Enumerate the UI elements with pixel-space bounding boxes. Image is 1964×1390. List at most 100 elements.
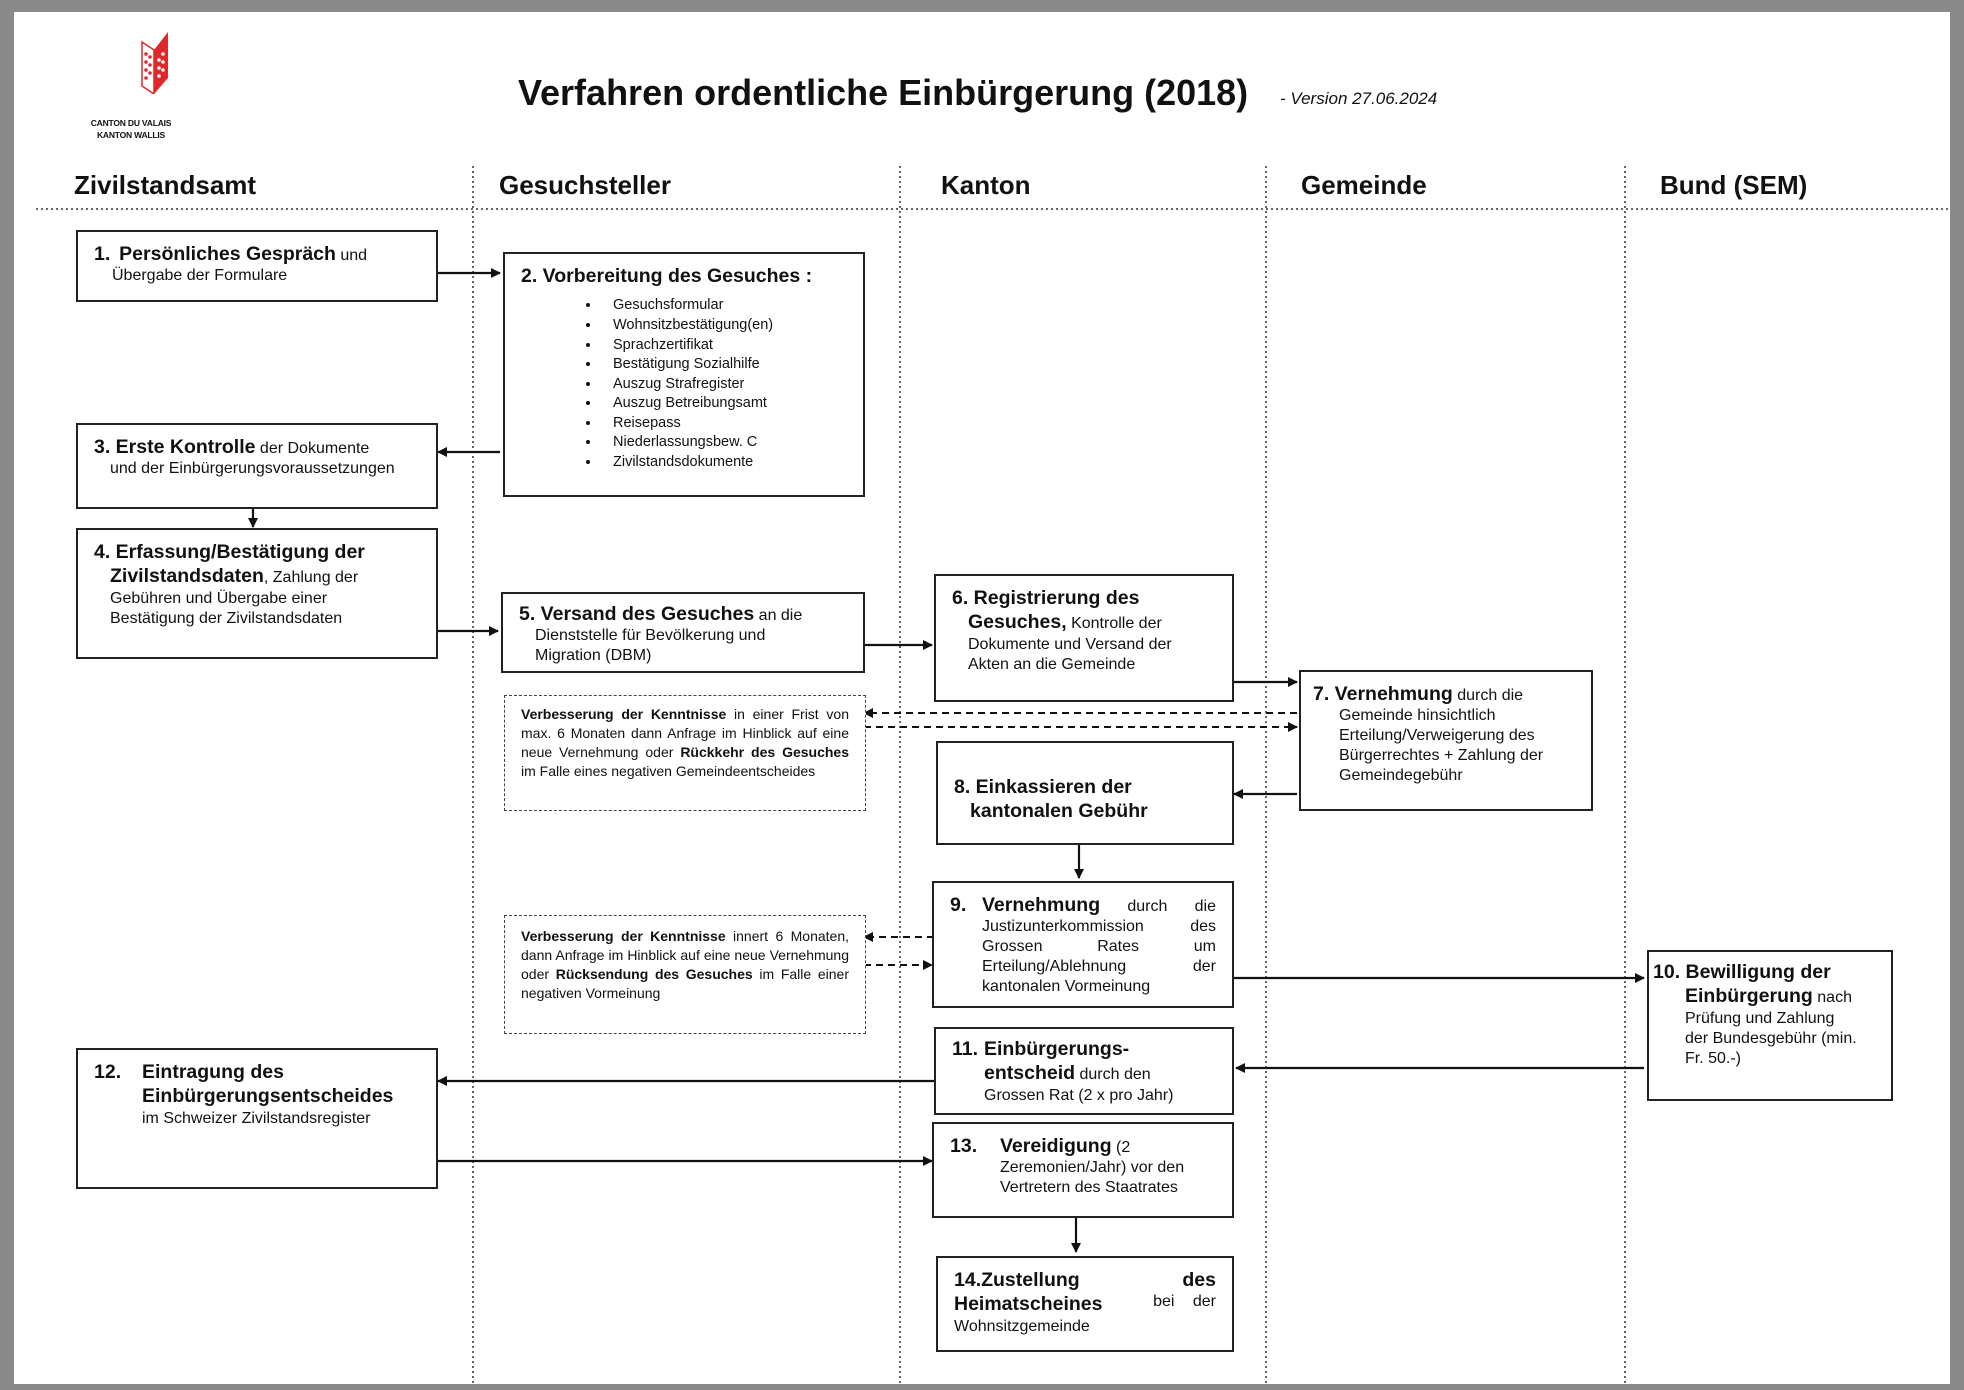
step-7-text-2: Gemeinde hinsichtlich bbox=[1339, 707, 1496, 725]
step-9-title: Vernehmung bbox=[982, 894, 1101, 916]
step-13-box: 13. Vereidigung (2 Zeremonien/Jahr) vor d… bbox=[932, 1122, 1234, 1218]
step-13-title: Vereidigung bbox=[1000, 1135, 1112, 1157]
step-10-text-5: Fr. 50.-) bbox=[1685, 1049, 1742, 1067]
step-12-number: 12. bbox=[94, 1061, 122, 1083]
document-page: CANTON DU VALAIS KANTON WALLIS Verfahren… bbox=[14, 12, 1950, 1384]
note-2-bold-1: Verbesserung der Kenntnisse bbox=[521, 928, 726, 944]
step-1-title: Persönliches Gespräch bbox=[119, 243, 336, 265]
step-3-box: 3. Erste Kontrolle der Dokumente und der… bbox=[76, 423, 438, 509]
step-10-text-4: der Bundesgebühr (min. bbox=[1685, 1029, 1857, 1047]
step-8-box: 8. Einkassieren der kantonalen Gebühr bbox=[936, 741, 1234, 845]
list-item: Sprachzertifikat bbox=[601, 336, 847, 356]
step-7-text: durch die bbox=[1452, 687, 1524, 704]
step-12-text-3: im Schweizer Zivilstandsregister bbox=[142, 1109, 371, 1127]
lane-gesuchsteller: Gesuchsteller bbox=[499, 170, 671, 200]
step-5-text-2: Dienststelle für Bevölkerung und bbox=[535, 627, 766, 645]
step-5-text-3: Migration (DBM) bbox=[535, 647, 652, 665]
valais-shield-icon bbox=[141, 32, 168, 94]
step-6-text-3: Dokumente und Versand der bbox=[968, 635, 1172, 653]
step-1-box: 1. Persönliches Gespräch und Übergabe de… bbox=[76, 230, 438, 302]
step-5-text: an die bbox=[754, 607, 803, 624]
step-7-text-4: Bürgerrechtes + Zahlung der bbox=[1339, 747, 1544, 765]
step-3-text-2: und der Einbürgerungsvoraussetzungen bbox=[110, 460, 395, 478]
list-item: Auszug Strafregister bbox=[601, 375, 847, 395]
step-11-text: durch den bbox=[1075, 1066, 1151, 1084]
step-10-box: 10. Bewilligung der Einbürgerung nach Pr… bbox=[1647, 950, 1893, 1101]
note-improve-knowledge-2: Verbesserung der Kenntnisse innert 6 Mon… bbox=[504, 915, 866, 1034]
step-6-title: 6. Registrierung des bbox=[952, 587, 1140, 609]
list-item: Wohnsitzbestätigung(en) bbox=[601, 316, 847, 336]
step-11-number: 11. bbox=[952, 1038, 979, 1060]
lane-separators bbox=[36, 166, 1950, 1384]
list-item: Niederlassungsbew. C bbox=[601, 433, 847, 453]
step-11-text-3: Grossen Rat (2 x pro Jahr) bbox=[984, 1086, 1174, 1104]
list-item: Zivilstandsdokumente bbox=[601, 453, 847, 473]
note-2-bold-2: Rücksendung des Gesuches bbox=[555, 965, 753, 982]
step-6-title-2: Gesuches, bbox=[968, 611, 1067, 634]
note-1-bold-2: Rückkehr des Gesuches bbox=[680, 743, 849, 760]
step-14-box: 14.Zustellung des Heimatscheines bei der… bbox=[936, 1256, 1234, 1352]
step-11-box: 11.Einbürgerungs- entscheid durch den Gr… bbox=[934, 1027, 1234, 1115]
page-title: Verfahren ordentliche Einbürgerung (2018… bbox=[518, 72, 1249, 113]
logo-text-de: KANTON WALLIS bbox=[96, 130, 166, 140]
step-12-box: 12.Eintragung des Einbürgerungsentscheid… bbox=[76, 1048, 438, 1189]
step-13-number: 13. bbox=[950, 1135, 978, 1157]
step-2-box: 2. Vorbereitung des Gesuches : Gesuchsfo… bbox=[503, 252, 865, 497]
step-6-box: 6. Registrierung des Gesuches, Kontrolle… bbox=[934, 574, 1234, 702]
step-7-text-3: Erteilung/Verweigerung des bbox=[1339, 727, 1535, 745]
step-13-text-2: Zeremonien/Jahr) vor den bbox=[1000, 1159, 1185, 1177]
step-1-text: und bbox=[335, 247, 368, 264]
step-4-text-3: Gebühren und Übergabe einer bbox=[110, 589, 328, 607]
step-8-title: 8. Einkassieren der bbox=[954, 776, 1132, 798]
step-9-box: 9.Vernehmung durch die Justizunterkommis… bbox=[932, 881, 1234, 1008]
step-7-title: 7. Vernehmung bbox=[1313, 683, 1453, 705]
step-11-title-2: entscheid bbox=[984, 1062, 1076, 1085]
step-4-title: 4. Erfassung/Bestätigung der bbox=[94, 541, 365, 563]
step-4-title-2: Zivilstandsdaten bbox=[110, 565, 264, 588]
step-12-title-2: Einbürgerungsentscheides bbox=[142, 1085, 394, 1108]
step-14-text-3: Wohnsitzgemeinde bbox=[954, 1317, 1090, 1335]
step-6-text-4: Akten an die Gemeinde bbox=[968, 655, 1136, 673]
lane-kanton: Kanton bbox=[941, 170, 1031, 200]
note-1-text-1: in einer Frist von max. 6 Monaten dann A… bbox=[521, 706, 849, 760]
canton-logo: CANTON DU VALAIS KANTON WALLIS bbox=[76, 32, 186, 142]
step-6-text: Kontrolle der bbox=[1066, 615, 1162, 633]
step-11-title: Einbürgerungs- bbox=[984, 1038, 1130, 1060]
step-14-title: 14.Zustellung des bbox=[954, 1269, 1216, 1291]
list-item: Auszug Betreibungsamt bbox=[601, 394, 847, 414]
step-4-text-4: Bestätigung der Zivilstandsdaten bbox=[110, 609, 343, 627]
step-13-text: (2 bbox=[1111, 1139, 1131, 1156]
step-9-number: 9. bbox=[950, 894, 967, 916]
list-item: Bestätigung Sozialhilfe bbox=[601, 355, 847, 375]
step-13-text-3: Vertretern des Staatrates bbox=[1000, 1179, 1178, 1197]
flow-connectors bbox=[36, 166, 1950, 1384]
step-10-title-2: Einbürgerung bbox=[1685, 985, 1813, 1008]
version-label: - Version 27.06.2024 bbox=[1280, 89, 1438, 108]
step-10-text: nach bbox=[1812, 989, 1852, 1007]
note-1-bold-1: Verbesserung der Kenntnisse bbox=[521, 706, 727, 722]
step-5-title: 5. Versand des Gesuches bbox=[519, 603, 755, 625]
step-7-box: 7. Vernehmung durch die Gemeinde hinsich… bbox=[1299, 670, 1593, 811]
lane-gemeinde: Gemeinde bbox=[1301, 170, 1427, 200]
step-5-box: 5. Versand des Gesuches an die Dienstste… bbox=[501, 592, 865, 673]
step-10-text-3: Prüfung und Zahlung bbox=[1685, 1009, 1835, 1027]
step-1-number: 1. bbox=[94, 243, 111, 265]
step-2-title: 2. Vorbereitung des Gesuches : bbox=[521, 265, 813, 287]
note-2-text-1: innert 6 Monaten, dann Anfrage im Hinbli… bbox=[521, 928, 849, 982]
step-1-text-2: Übergabe der Formulare bbox=[112, 267, 288, 285]
logo-text-fr: CANTON DU VALAIS bbox=[90, 118, 172, 128]
step-2-document-list: Gesuchsformular Wohnsitzbestätigung(en) … bbox=[521, 296, 847, 472]
step-9-text-4: Erteilung/Ablehnung der bbox=[982, 958, 1216, 976]
step-9-text-5: kantonalen Vormeinung bbox=[982, 978, 1151, 996]
note-1-text-2: im Falle eines negativen Gemeindeentsche… bbox=[521, 762, 816, 779]
step-7-text-5: Gemeindegebühr bbox=[1339, 767, 1463, 785]
step-8-title-2: kantonalen Gebühr bbox=[970, 800, 1148, 823]
step-3-text: der Dokumente bbox=[255, 440, 370, 457]
step-9-text-3: Grossen Rates um bbox=[982, 938, 1216, 956]
lane-zivilstandsamt: Zivilstandsamt bbox=[74, 170, 257, 200]
note-improve-knowledge-1: Verbesserung der Kenntnisse in einer Fri… bbox=[504, 695, 866, 811]
step-14-text: bei der bbox=[1153, 1293, 1216, 1311]
step-3-title: 3. Erste Kontrolle bbox=[94, 436, 256, 458]
step-4-text: , Zahlung der bbox=[263, 569, 359, 587]
step-10-title: 10. Bewilligung der bbox=[1653, 961, 1831, 983]
